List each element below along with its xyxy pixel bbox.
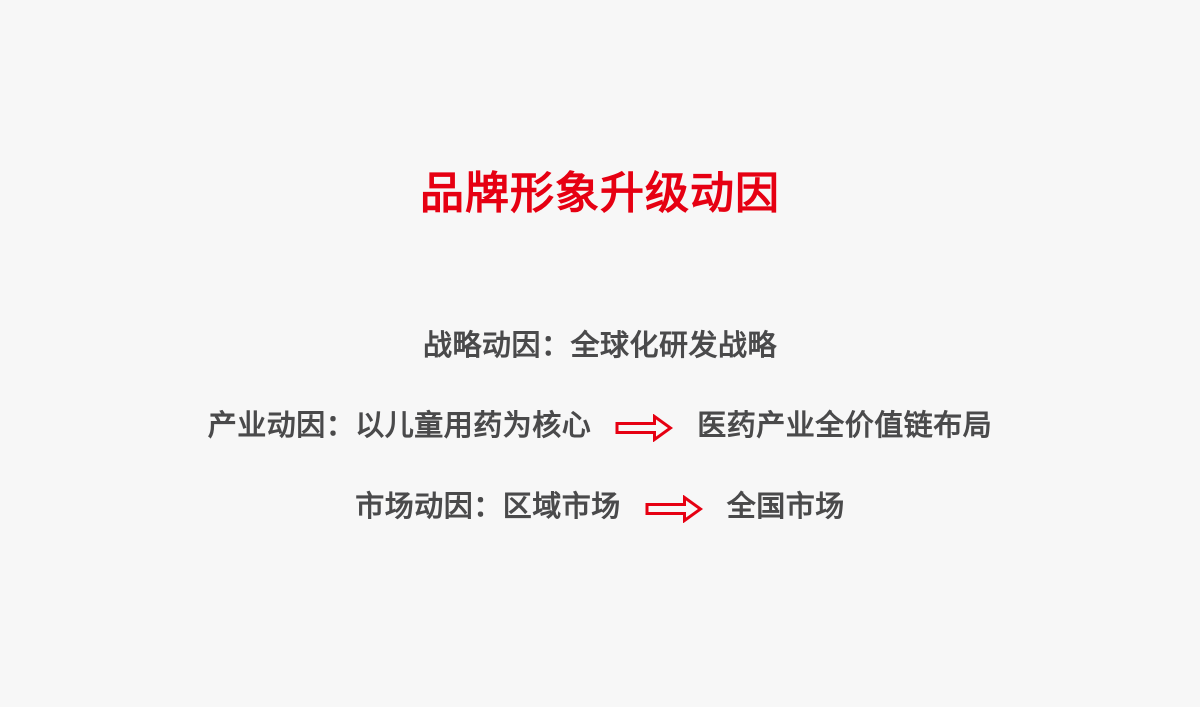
row-market-motivation: 市场动因：区域市场 全国市场 (0, 491, 1200, 524)
right-block-arrow-icon (645, 494, 703, 523)
market-motivation-before-text: 市场动因：区域市场 (355, 491, 621, 523)
slide-title: 品牌形象升级动因 (420, 169, 780, 218)
right-block-arrow-icon (615, 413, 674, 442)
row-industry-motivation: 产业动因：以儿童用药为核心 医药产业全价值链布局 (0, 410, 1200, 443)
industry-motivation-before-text: 产业动因：以儿童用药为核心 (207, 410, 592, 442)
industry-motivation-after-text: 医药产业全价值链布局 (697, 410, 993, 442)
row-strategic-motivation: 战略动因：全球化研发战略 (0, 330, 1200, 363)
market-motivation-after-text: 全国市场 (726, 491, 845, 523)
strategic-motivation-text: 战略动因：全球化研发战略 (422, 330, 777, 362)
